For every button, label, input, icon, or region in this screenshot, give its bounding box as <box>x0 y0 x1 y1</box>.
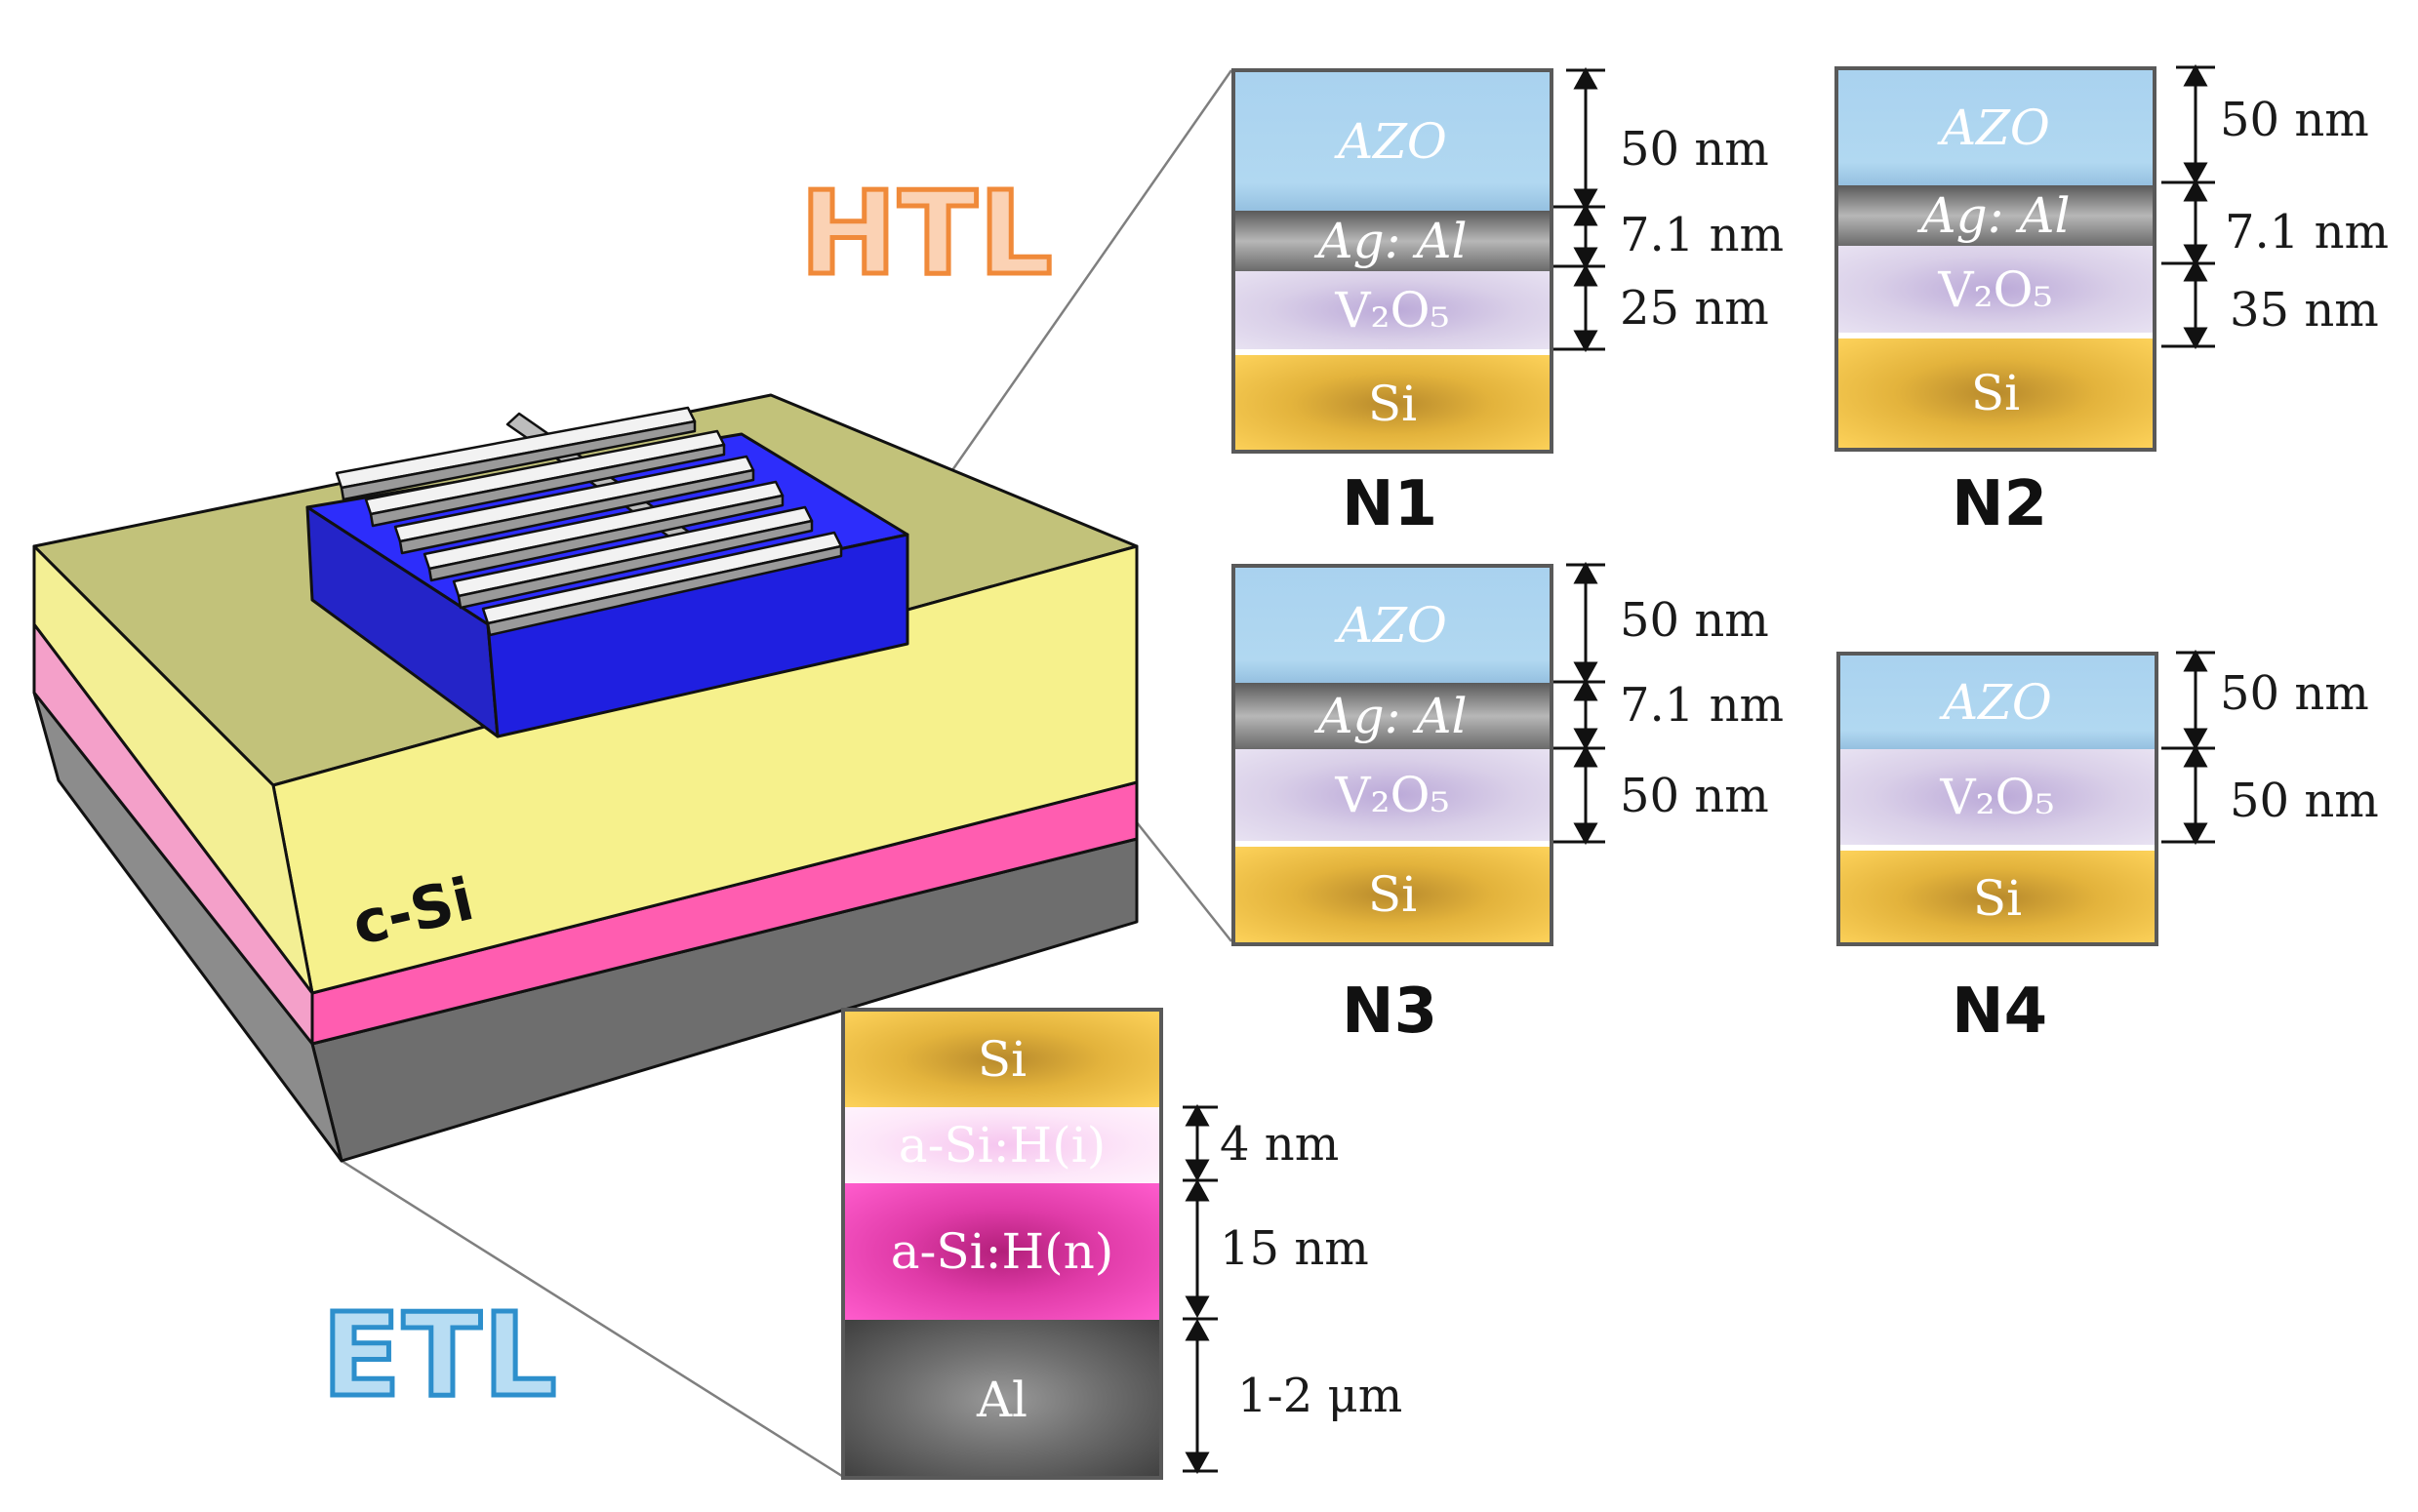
layer-a-si-h-n: a-Si:H(n) <box>845 1183 1159 1320</box>
etl-thickness-arrows <box>1183 1103 1218 1475</box>
n3-thickness-1: 50 nm <box>1620 593 1769 648</box>
htl-label: HTL <box>797 164 1055 303</box>
layer-si: Si <box>1838 338 2153 448</box>
sample-label-n1: N1 <box>1342 468 1438 540</box>
n1-thickness-3: 25 nm <box>1620 281 1769 336</box>
layer-si: Si <box>1235 847 1550 942</box>
n2-thickness-2: 7.1 nm <box>2225 205 2390 259</box>
layer-a-si-h-i: a-Si:H(i) <box>845 1107 1159 1183</box>
n4-thickness-2: 50 nm <box>2230 774 2379 828</box>
layer-si: Si <box>845 1012 1159 1107</box>
stack-n2: AZO Ag: Al V₂O₅ Si <box>1834 66 2156 452</box>
layer-azo: AZO <box>1838 70 2153 185</box>
stack-n4: AZO V₂O₅ Si <box>1836 652 2158 946</box>
layer-si: Si <box>1840 851 2155 942</box>
layer-al: Al <box>845 1320 1159 1476</box>
stack-n3: AZO Ag: Al V₂O₅ Si <box>1231 564 1553 946</box>
layer-v2o5: V₂O₅ <box>1235 271 1550 355</box>
layer-azo: AZO <box>1235 568 1550 683</box>
n3-thickness-3: 50 nm <box>1620 769 1769 823</box>
layer-azo: AZO <box>1840 656 2155 749</box>
stack-n1: AZO Ag: Al V₂O₅ Si <box>1231 68 1553 454</box>
metal-grid-fingers <box>335 406 843 637</box>
layer-ag-al: Ag: Al <box>1235 683 1550 749</box>
n4-thickness-1: 50 nm <box>2220 666 2369 721</box>
layer-ag-al: Ag: Al <box>1235 211 1550 271</box>
n3-thickness-2: 7.1 nm <box>1620 678 1785 733</box>
htl-thickness-arrows <box>1552 63 2215 846</box>
n2-thickness-1: 50 nm <box>2220 93 2369 147</box>
n1-thickness-2: 7.1 nm <box>1620 208 1785 262</box>
layer-azo: AZO <box>1235 72 1550 211</box>
n1-thickness-1: 50 nm <box>1620 122 1769 177</box>
etl-label: ETL <box>319 1286 559 1425</box>
layer-v2o5: V₂O₅ <box>1840 749 2155 851</box>
etl-thickness-1: 4 nm <box>1220 1117 1340 1172</box>
layer-si: Si <box>1235 355 1550 450</box>
layer-v2o5: V₂O₅ <box>1838 246 2153 338</box>
n2-thickness-3: 35 nm <box>2230 283 2379 338</box>
sample-label-n4: N4 <box>1952 975 2048 1048</box>
sample-label-n3: N3 <box>1342 975 1438 1048</box>
etl-thickness-2: 15 nm <box>1220 1221 1369 1276</box>
etl-thickness-3: 1-2 μm <box>1237 1369 1403 1423</box>
sample-label-n2: N2 <box>1952 468 2048 540</box>
stack-etl: Si a-Si:H(i) a-Si:H(n) Al <box>841 1008 1163 1480</box>
layer-v2o5: V₂O₅ <box>1235 749 1550 847</box>
layer-ag-al: Ag: Al <box>1838 185 2153 246</box>
